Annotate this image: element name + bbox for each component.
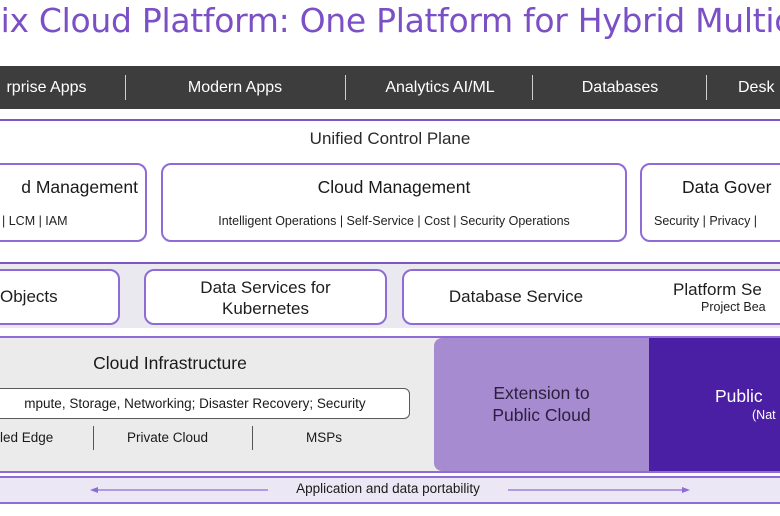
- cloud-management-sub: Intelligent Operations | Self-Service | …: [218, 214, 570, 228]
- database-service-label: Database Service: [448, 287, 584, 306]
- app-types-bar: rprise Apps Modern Apps Analytics AI/ML …: [0, 66, 780, 109]
- arrow-right-icon: [682, 487, 690, 493]
- k8s-data-services-box: Data Services for Kubernetes: [144, 269, 387, 325]
- objects-box: Objects: [0, 269, 120, 325]
- app-databases: Databases: [581, 79, 659, 96]
- management-box-left: d Management | LCM | IAM: [0, 163, 147, 242]
- divider: [706, 75, 707, 100]
- cloud-management-title: Cloud Management: [317, 177, 471, 197]
- data-governance-box: Data Gover Security | Privacy |: [640, 163, 780, 242]
- database-service-box: Database Service: [402, 269, 628, 325]
- compute-services-box: mpute, Storage, Networking; Disaster Rec…: [0, 388, 410, 419]
- location-edge: led Edge: [0, 430, 54, 445]
- app-modern: Modern Apps: [187, 79, 283, 96]
- objects-label: Objects: [0, 287, 58, 306]
- public-line2: (Nat: [752, 408, 776, 422]
- data-governance-title: Data Gover: [682, 177, 772, 197]
- app-desktop: Desk: [738, 79, 775, 96]
- portability-label: Application and data portability: [270, 480, 506, 498]
- mgmt-left-sub: | LCM | IAM: [2, 214, 68, 228]
- location-private-cloud: Private Cloud: [127, 430, 209, 445]
- public-cloud-box: Public (Nat: [649, 338, 780, 471]
- public-line1: Public: [715, 386, 763, 406]
- app-analytics: Analytics AI/ML: [385, 79, 495, 96]
- portability-arrows: [90, 487, 690, 493]
- extension-line1: Extension to: [493, 383, 590, 403]
- extension-line2: Public Cloud: [492, 405, 591, 425]
- app-enterprise: rprise Apps: [6, 79, 87, 96]
- divider: [345, 75, 346, 100]
- page-title: nix Cloud Platform: One Platform for Hyb…: [0, 1, 780, 40]
- k8s-line1: Data Services for: [200, 278, 331, 297]
- platform-services-title: Platform Se: [673, 280, 762, 299]
- data-governance-sub: Security | Privacy |: [654, 214, 758, 228]
- cloud-infrastructure-title: Cloud Infrastructure: [93, 353, 247, 373]
- divider: [125, 75, 126, 100]
- unified-control-plane-title: Unified Control Plane: [309, 129, 471, 148]
- divider: [532, 75, 533, 100]
- location-msps: MSPs: [306, 430, 343, 445]
- mgmt-left-title: d Management: [21, 177, 138, 197]
- k8s-line2: Kubernetes: [222, 299, 309, 318]
- extension-public-cloud-box: Extension to Public Cloud: [434, 338, 649, 471]
- cloud-management-box: Cloud Management Intelligent Operations …: [161, 163, 627, 242]
- divider: [252, 426, 253, 450]
- arrow-left-icon: [90, 487, 98, 493]
- divider: [93, 426, 94, 450]
- platform-services-box: Platform Se Project Bea: [627, 269, 780, 325]
- platform-services-sub: Project Bea: [701, 300, 766, 314]
